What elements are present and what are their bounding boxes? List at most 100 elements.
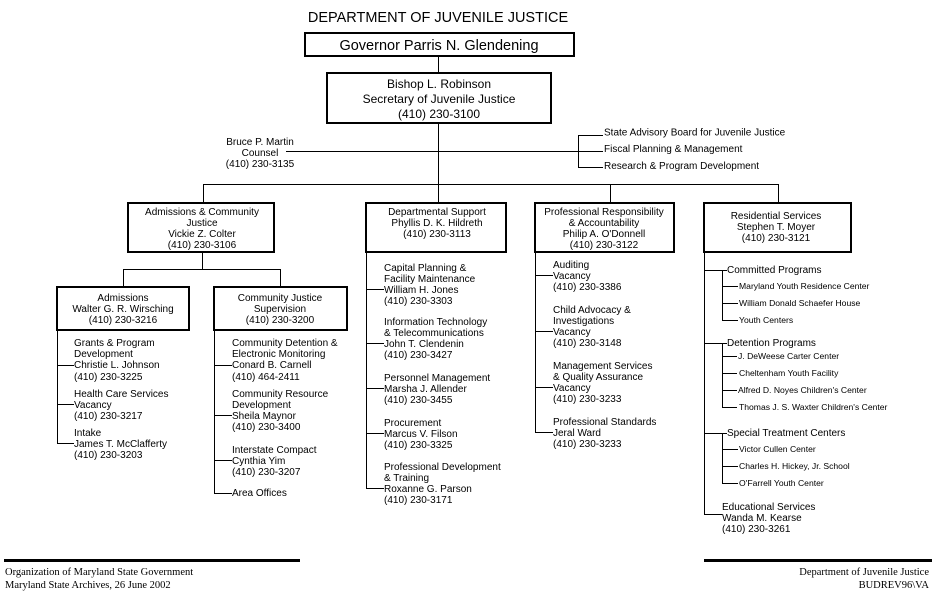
division-phone: (410) 230-3122: [570, 240, 639, 251]
ds-unit-capital-planning: Capital Planning & Facility Maintenance …: [366, 263, 476, 307]
unit-line: James T. McClafferty: [74, 439, 167, 450]
counsel-phone: (410) 230-3135: [226, 159, 295, 170]
unit-line: (410) 230-3427: [384, 350, 453, 361]
footer-rule-left: [4, 559, 300, 562]
admissions-unit-health-care: Health Care Services Vacancy (410) 230-3…: [57, 389, 168, 422]
unit-line: (410) 230-3203: [74, 450, 143, 461]
secretary-phone: (410) 230-3100: [398, 107, 480, 121]
unit-line: Intake: [74, 428, 102, 439]
division-departmental-support: Departmental Support Phyllis D. K. Hildr…: [365, 202, 507, 253]
chart-title: DEPARTMENT OF JUVENILE JUSTICE: [308, 10, 569, 26]
rs-group-special-treatment-centers: Special Treatment Centers Victor Cullen …: [704, 428, 850, 488]
unit-line: Marcus V. Filson: [384, 429, 458, 440]
unit-line: Area Offices: [232, 488, 287, 499]
footer-right-line: Department of Juvenile Justice: [799, 567, 929, 578]
unit-line: Sheila Maynor: [232, 411, 297, 422]
unit-line: (410) 230-3148: [553, 338, 622, 349]
unit-line: (410) 230-3207: [232, 467, 301, 478]
subdivision-phone: (410) 230-3200: [246, 315, 315, 326]
unit-line: (410) 230-3386: [553, 282, 622, 293]
unit-line: Child Advocacy &: [553, 305, 631, 316]
facility-item: Alfred D. Noyes Children's Center: [738, 385, 867, 395]
governor-name: Governor Parris N. Glendening: [339, 38, 538, 54]
unit-line: Professional Standards: [553, 417, 656, 428]
unit-line: (410) 230-3455: [384, 395, 453, 406]
division-admissions-community-justice: Admissions & Community Justice Vickie Z.…: [127, 202, 275, 253]
pr-unit-auditing: Auditing Vacancy (410) 230-3386: [535, 260, 622, 293]
unit-line: Personnel Management: [384, 373, 490, 384]
unit-line: John T. Clendenin: [384, 339, 464, 350]
unit-line: (410) 230-3225: [74, 372, 143, 383]
footer-left-line: Organization of Maryland State Governmen…: [5, 567, 193, 578]
unit-line: (410) 230-3171: [384, 495, 453, 506]
footer-rule-right: [704, 559, 932, 562]
counsel-title: Counsel: [242, 148, 279, 159]
unit-line: William H. Jones: [384, 285, 458, 296]
subdivision-title: Community Justice: [238, 293, 323, 304]
pr-unit-professional-standards: Professional Standards Jeral Ward (410) …: [535, 417, 656, 450]
unit-line: Development: [74, 349, 133, 360]
division-title-line: & Accountability: [569, 218, 640, 229]
unit-line: (410) 230-3261: [722, 524, 791, 535]
unit-line: (410) 230-3217: [74, 411, 143, 422]
unit-line: Health Care Services: [74, 389, 168, 400]
unit-line: Auditing: [553, 260, 589, 271]
facility-item: J. DeWeese Carter Center: [738, 351, 839, 361]
secretary-box: Bishop L. Robinson Secretary of Juvenile…: [326, 72, 552, 124]
unit-line: Interstate Compact: [232, 445, 317, 456]
unit-line: Grants & Program: [74, 338, 155, 349]
unit-line: Community Resource: [232, 389, 329, 400]
pr-unit-management-services: Management Services & Quality Assurance …: [535, 361, 653, 405]
subdivision-title: Admissions: [97, 293, 148, 304]
subdivision-title: Supervision: [254, 304, 306, 315]
unit-line: (410) 230-3400: [232, 422, 301, 433]
staff-unit-fiscal-planning: Fiscal Planning & Management: [604, 144, 743, 155]
unit-line: & Training: [384, 473, 429, 484]
unit-line: Educational Services: [722, 502, 815, 513]
unit-line: (410) 230-3233: [553, 394, 622, 405]
facility-item: William Donald Schaefer House: [739, 298, 861, 308]
ds-unit-procurement: Procurement Marcus V. Filson (410) 230-3…: [366, 418, 458, 451]
unit-line: Electronic Monitoring: [232, 349, 325, 360]
unit-line: Roxanne G. Parson: [384, 484, 472, 495]
division-phone: (410) 230-3113: [403, 229, 471, 240]
cjs-unit-area-offices: Area Offices: [214, 488, 287, 499]
facility-item: Youth Centers: [739, 315, 793, 325]
unit-line: Marsha J. Allender: [384, 384, 467, 395]
staff-unit-advisory-board: State Advisory Board for Juvenile Justic…: [604, 128, 786, 139]
division-title-line: Justice: [186, 218, 218, 229]
subdivision-community-justice-supervision: Community Justice Supervision (410) 230-…: [213, 286, 348, 331]
division-head-name: Vickie Z. Colter: [168, 229, 236, 240]
admissions-unit-intake: Intake James T. McClafferty (410) 230-32…: [57, 428, 167, 461]
unit-line: (410) 230-3233: [553, 439, 622, 450]
unit-line: Jeral Ward: [553, 428, 601, 439]
unit-line: Christie L. Johnson: [74, 360, 160, 371]
subdivision-admissions: Admissions Walter G. R. Wirsching (410) …: [56, 286, 190, 331]
staff-unit-research: Research & Program Development: [604, 161, 759, 172]
counsel-block: Bruce P. Martin Counsel (410) 230-3135: [226, 137, 295, 170]
unit-line: (410) 230-3325: [384, 440, 453, 451]
governor-box: Governor Parris N. Glendening: [304, 32, 575, 57]
unit-line: Vacancy: [553, 271, 591, 282]
division-title-line: Professional Responsibility: [544, 207, 664, 218]
unit-line: Community Detention &: [232, 338, 338, 349]
footer-right-line: BUDREV96\VA: [859, 580, 930, 591]
cjs-unit-community-resource: Community Resource Development Sheila Ma…: [214, 389, 329, 433]
unit-line: Wanda M. Kearse: [722, 513, 802, 524]
division-phone: (410) 230-3106: [168, 240, 237, 251]
division-residential-services: Residential Services Stephen T. Moyer (4…: [703, 202, 852, 253]
unit-line: Management Services: [553, 361, 653, 372]
unit-line: Investigations: [553, 316, 614, 327]
ds-unit-personnel-management: Personnel Management Marsha J. Allender …: [366, 373, 490, 406]
division-title-line: Departmental Support: [388, 207, 486, 218]
group-label: Detention Programs: [727, 338, 816, 349]
footer-left-line: Maryland State Archives, 26 June 2002: [5, 580, 171, 591]
unit-line: Conard B. Carnell: [232, 360, 311, 371]
unit-line: Cynthia Yim: [232, 456, 285, 467]
unit-line: Professional Development: [384, 462, 501, 473]
unit-line: Vacancy: [553, 327, 591, 338]
ds-unit-professional-development: Professional Development & Training Roxa…: [366, 462, 501, 506]
counsel-name: Bruce P. Martin: [226, 137, 294, 148]
pr-unit-child-advocacy: Child Advocacy & Investigations Vacancy …: [535, 305, 631, 349]
